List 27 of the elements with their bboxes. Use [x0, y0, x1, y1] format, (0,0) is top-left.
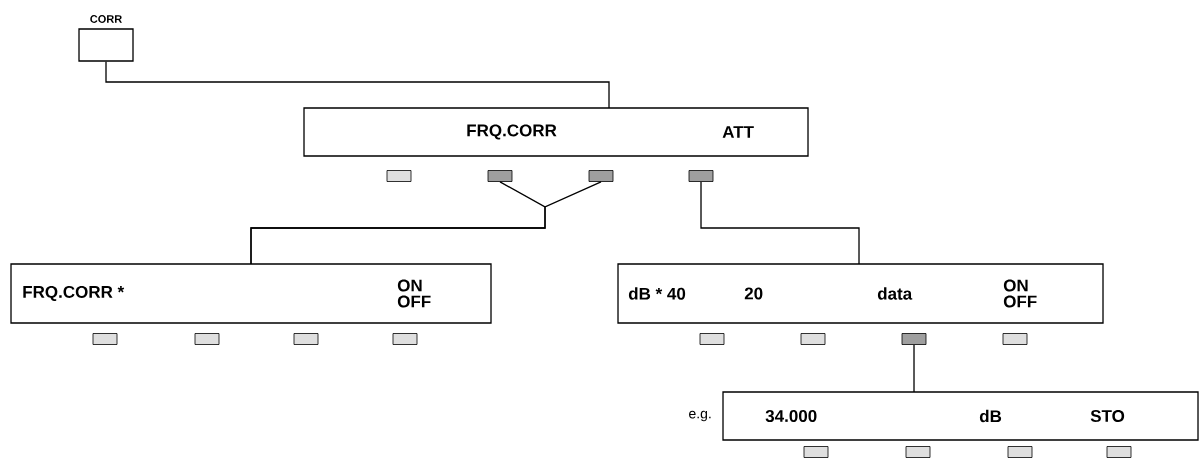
softkey [803, 446, 829, 458]
node-label: CORR [90, 15, 122, 23]
connector-line [250, 181, 602, 265]
softkey [800, 333, 826, 345]
softkey [1007, 446, 1033, 458]
display-panel: FRQ.CORR * ON OFF [10, 263, 492, 324]
display-panel: dB * 40 20 data ON OFF [617, 263, 1104, 324]
softkey [905, 446, 931, 458]
connector-line [105, 61, 610, 109]
example-label: e.g. [689, 410, 711, 422]
softkey [1002, 333, 1028, 345]
softkey [293, 333, 319, 345]
connector-line [913, 344, 915, 393]
softkey [392, 333, 418, 345]
softkey [688, 170, 714, 182]
display-panel: 34.000 dB STO [722, 391, 1199, 441]
softkey [386, 170, 412, 182]
softkey [699, 333, 725, 345]
softkey [588, 170, 614, 182]
connector-line [700, 181, 860, 265]
key-box: CORR [78, 15, 134, 62]
softkey [901, 333, 927, 345]
softkey [487, 170, 513, 182]
softkey [92, 333, 118, 345]
display-panel: FRQ.CORR ATT [303, 107, 809, 157]
softkey [1106, 446, 1132, 458]
softkey [194, 333, 220, 345]
